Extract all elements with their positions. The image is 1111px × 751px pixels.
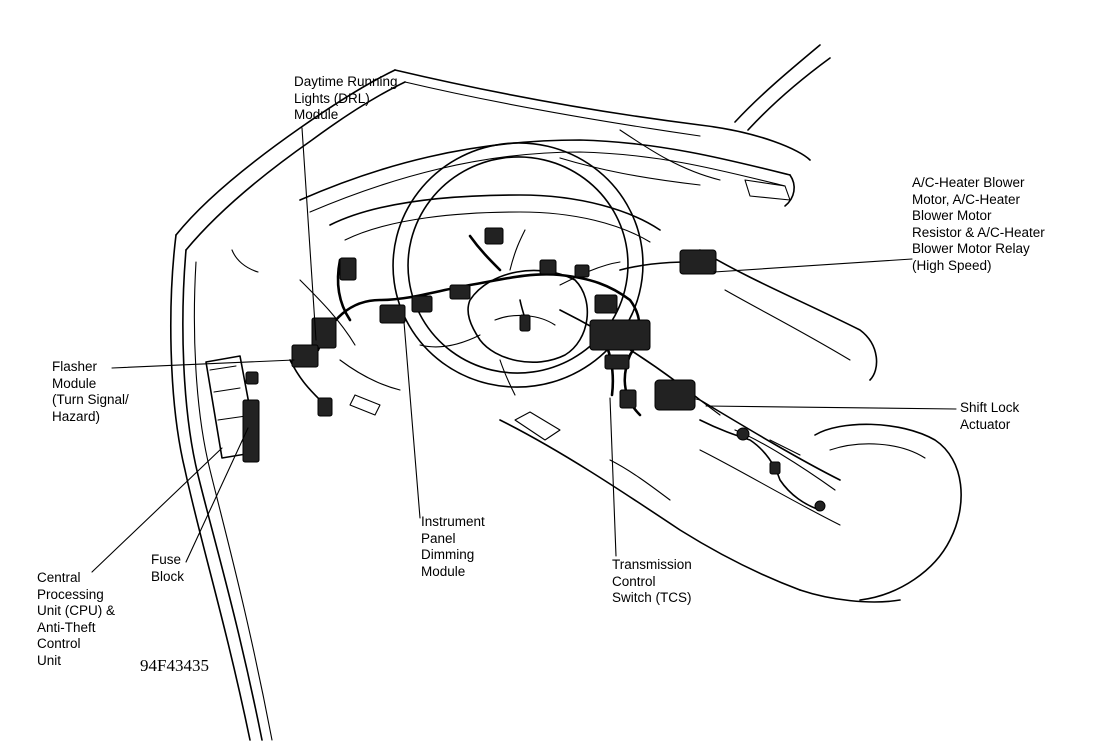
ip-dimming-leader xyxy=(403,321,421,519)
figure-id: 94F43435 xyxy=(140,656,209,675)
wiring-harness xyxy=(289,234,821,511)
windshield-dash-top xyxy=(299,44,831,213)
tcs-switch-label: Transmission Control Switch (TCS) xyxy=(612,557,692,605)
flasher-leader xyxy=(111,359,295,369)
cpu-unit-label: Central Processing Unit (CPU) & Anti-The… xyxy=(37,570,116,668)
flasher-module-label: Flasher Module (Turn Signal/ Hazard) xyxy=(52,359,129,424)
shift-lock-actuator-label: Shift Lock Actuator xyxy=(960,400,1020,432)
cpu-leader xyxy=(91,447,223,573)
drl-module-label: Daytime Running Lights (DRL) Module xyxy=(294,74,398,122)
console-armrest xyxy=(499,249,962,603)
instrument-cluster xyxy=(299,194,661,416)
cpu-and-fuse-block xyxy=(205,355,260,463)
ac-blower-leader xyxy=(713,258,913,273)
leader-lines xyxy=(91,127,957,573)
steering-wheel xyxy=(392,142,644,396)
fuse-leader xyxy=(185,427,249,563)
connectors xyxy=(291,227,826,512)
shift-lock-leader xyxy=(705,405,957,410)
drl-leader xyxy=(301,127,317,341)
a-pillar-door-frame xyxy=(170,69,406,741)
ip-dimming-module-label: Instrument Panel Dimming Module xyxy=(421,514,485,579)
fuse-block-label: Fuse Block xyxy=(151,552,185,584)
tcs-leader xyxy=(609,397,617,557)
ac-heater-blower-label: A/C-Heater Blower Motor, A/C-Heater Blow… xyxy=(912,175,1045,273)
